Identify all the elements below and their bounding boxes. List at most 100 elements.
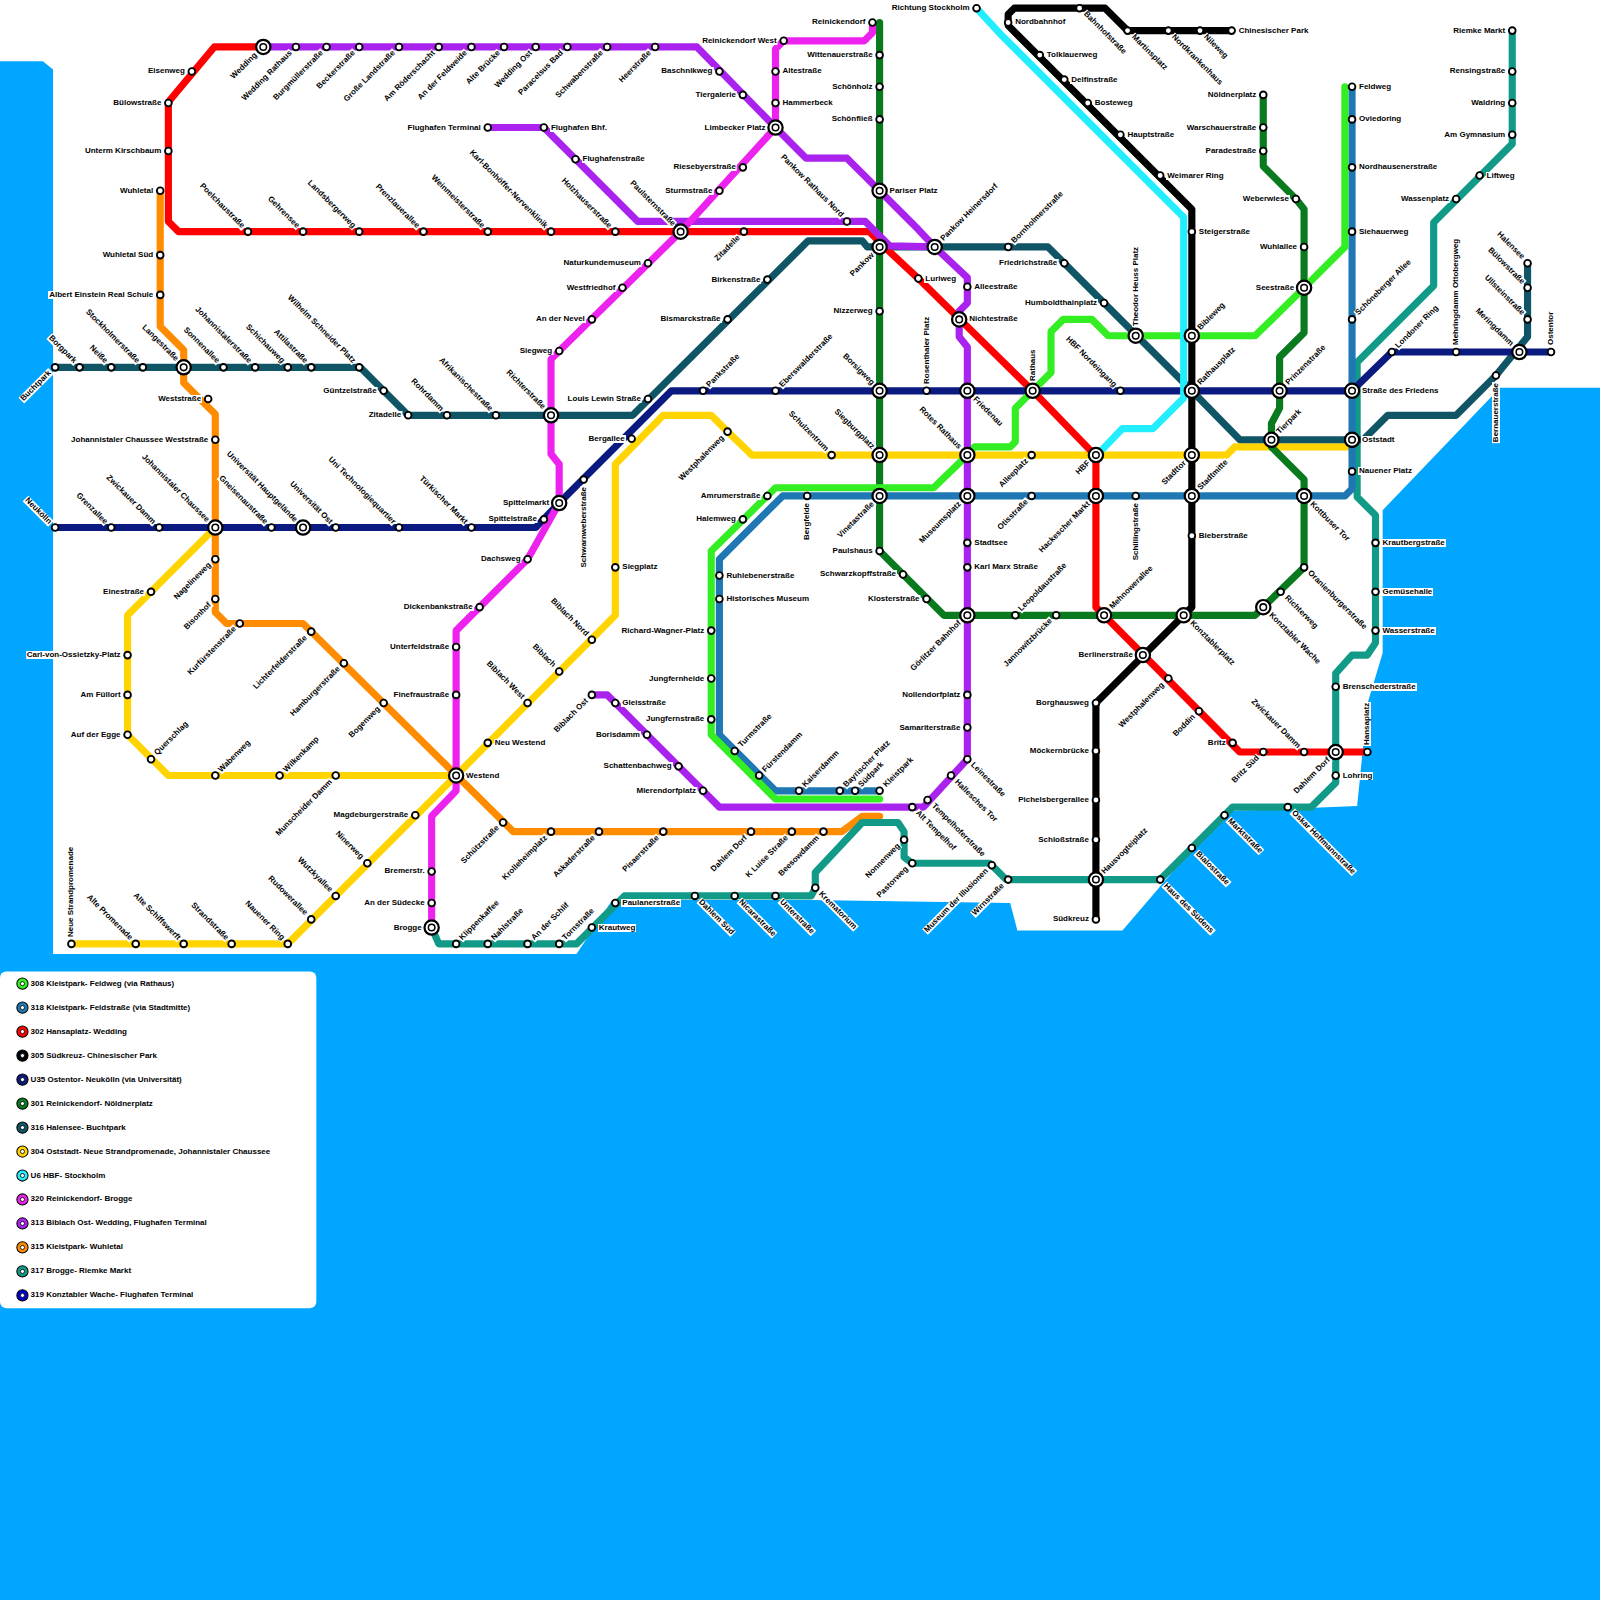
station-name: Langestraße (139, 323, 180, 364)
station-name: Seestraße (1255, 284, 1295, 292)
station-name: Nollendorfplatz (901, 691, 961, 699)
interchange-ring (1093, 876, 1100, 883)
station-dot (1349, 83, 1356, 90)
station-name: Neukölln (23, 495, 54, 526)
station-dot (380, 700, 387, 707)
station-name: Wutzkyallee (295, 855, 334, 894)
station-dot (739, 516, 746, 523)
station-dot (1117, 387, 1124, 394)
station-dot (468, 524, 475, 531)
station-name: Schillingstraße (1132, 502, 1140, 561)
station-dot (628, 435, 635, 442)
station-dot (612, 700, 619, 707)
station-name: Steigerstraße (1198, 228, 1251, 236)
station-name: Borsigweg (840, 351, 876, 387)
interchange-ring (552, 496, 566, 510)
station-dot (692, 893, 699, 900)
station-dot (923, 387, 930, 394)
station-name: Amrumerstraße (700, 492, 762, 500)
station-name: Schwarzkopffstraße (819, 570, 897, 578)
station-dot (501, 44, 508, 51)
station-name: Jungfernheide (648, 675, 705, 683)
interchange-ring (1345, 384, 1359, 398)
legend-swatch-center (20, 1221, 24, 1225)
station-name: Dahlem Süd (696, 897, 736, 937)
station-name: Warschauerstraße (1186, 124, 1258, 132)
interchange-ring (1329, 745, 1343, 759)
station-name: Uni Technologiequartier (326, 454, 398, 526)
station-dot (564, 44, 571, 51)
station-dot (708, 675, 715, 682)
station-name: HBF (1074, 459, 1093, 478)
interchange-ring (1089, 489, 1103, 503)
station-name: Bahnhofstraße (1081, 10, 1128, 57)
station-dot (1260, 124, 1267, 131)
station-name: Pariser Platz (889, 187, 939, 195)
interchange-ring (1089, 872, 1103, 886)
station-name: Wilkenkamp (281, 734, 321, 774)
station-name: Bogenweg (347, 704, 383, 740)
station-dot (484, 941, 491, 948)
legend-text: 302 Hansaplatz- Wedding (31, 1028, 127, 1036)
legend-swatch-center (20, 1054, 24, 1058)
station-dot (212, 772, 219, 779)
station-dot (708, 627, 715, 634)
station-name: Tierpark (1275, 407, 1304, 436)
station-dot (764, 493, 771, 500)
station-name: An der Nevel (535, 315, 586, 323)
station-name: Görlitzer Bahnhof (909, 619, 964, 674)
station-name: Oskar Hoffmannstraße (1289, 809, 1357, 877)
legend-swatch-center (20, 1293, 24, 1297)
station-dot (332, 524, 339, 531)
legend-text: 315 Kleistpark- Wuhletal (31, 1243, 123, 1251)
station-name: Am Füllort (80, 691, 122, 699)
land-area (0, 0, 1600, 954)
station-name: Siegplatz (621, 563, 658, 571)
station-dot (716, 187, 723, 194)
metro-line (711, 87, 1345, 799)
station-name: Britz (1207, 739, 1227, 747)
interchange-ring (677, 228, 684, 235)
station-name: Lohring (1342, 772, 1374, 780)
interchange-ring (872, 184, 886, 198)
legend-panel (0, 971, 316, 1308)
station-dot (900, 571, 907, 578)
station-name: Magdeburgerstraße (333, 811, 410, 819)
station-dot (236, 620, 243, 627)
station-name: Nöldnerplatz (1207, 91, 1257, 99)
station-name: Biblach West (484, 659, 526, 701)
station-dot (588, 924, 595, 931)
station-dot (716, 572, 723, 579)
station-dot (1509, 131, 1516, 138)
station-dot (876, 787, 883, 794)
station-dot (572, 156, 579, 163)
station-dot (132, 941, 139, 948)
station-name: Liftweg (1486, 172, 1516, 180)
station-name: Prinzenstraße (1283, 343, 1327, 387)
station-name: Tiergalerie (695, 91, 737, 99)
legend-swatch (17, 1290, 28, 1301)
interchange-ring (300, 524, 307, 531)
interchange-ring (260, 44, 267, 51)
station-name: Südkreuz (1052, 915, 1090, 923)
station-name: Gehrensee (265, 194, 301, 230)
station-dot (1036, 52, 1043, 59)
station-name: Wedding (229, 50, 260, 81)
station-dot (396, 44, 403, 51)
station-name: Limbecker Platz (704, 124, 767, 132)
station-name: Querschlag (152, 720, 190, 758)
station-name: Jannowitzbrücke (1002, 617, 1055, 670)
station-name: Schloßstraße (1037, 836, 1090, 844)
station-name: Dachsweg (480, 555, 522, 563)
interchange-ring (208, 520, 222, 534)
station-name: Humboldthainplatz (1024, 299, 1098, 307)
station-name: Möckernbrücke (1029, 747, 1090, 755)
metro-line (168, 47, 1367, 752)
station-name: Boddin (1171, 713, 1198, 740)
interchange-ring (872, 448, 886, 462)
station-dot (341, 660, 348, 667)
station-name: Riemke Markt (1452, 27, 1506, 35)
station-dot (1197, 27, 1204, 34)
metro-line (71, 776, 456, 944)
